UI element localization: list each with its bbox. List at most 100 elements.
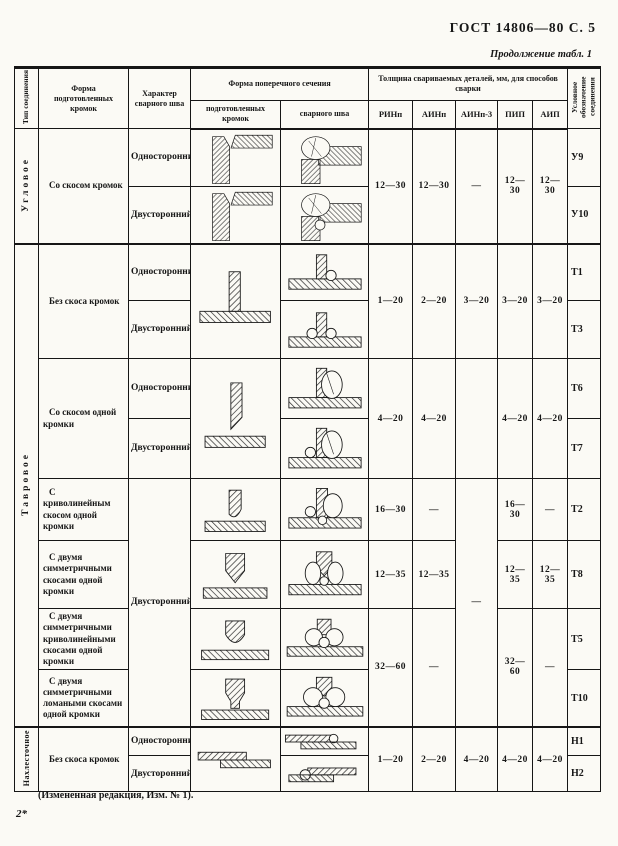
edge-form-cell: С двумя симметричными ломаными скосами о…	[38, 669, 129, 728]
thickness-cell: 3—20	[532, 242, 569, 359]
weld-character-cell: Двусторонний	[128, 477, 191, 728]
thickness-cell: —	[532, 478, 569, 541]
thickness-cell: 2—20	[412, 242, 457, 359]
weld-character-cell: Односторонний	[128, 358, 191, 419]
tee-double-curved-bevel-edge-icon	[190, 607, 281, 671]
tee-double-broken-weld-icon	[279, 669, 370, 728]
col-header-edge-form: Форма подготовленных кромок	[38, 67, 129, 129]
tee-double-curved-weld-icon	[279, 607, 370, 671]
joint-type-corner: Угловое	[14, 128, 39, 244]
tee-fillet-two-sided-icon	[279, 300, 370, 359]
method-header-aip: АИП	[532, 99, 569, 130]
subheader-prepared-edges: подготовленных кромок	[190, 99, 281, 130]
designation-cell: Т6	[567, 358, 602, 419]
thickness-cell: 1—20	[368, 725, 414, 793]
method-header-pip: ПИП	[497, 99, 534, 130]
tee-curved-bevel-edge-icon	[190, 478, 281, 541]
thickness-cell: 1—20	[368, 242, 414, 359]
weld-character-cell: Односторонний	[128, 725, 191, 757]
designation-cell: Т8	[567, 540, 602, 609]
thickness-cell: —	[532, 607, 569, 728]
col-header-cross-section: Форма поперечного сечения	[189, 67, 370, 101]
weld-character-cell: Двусторонний	[128, 186, 191, 244]
thickness-cell: 3—20	[497, 242, 534, 359]
gost-standard-title: ГОСТ 14806—80 С. 5	[449, 20, 596, 35]
thickness-cell: —	[455, 477, 499, 728]
weld-character-cell: Односторонний	[128, 242, 191, 301]
thickness-cell	[455, 358, 499, 479]
thickness-cell: 4—20	[412, 358, 457, 479]
thickness-cell: 3—20	[455, 242, 499, 359]
lap-joint-square-edge-icon	[190, 725, 281, 793]
designation-cell: Т2	[567, 478, 602, 541]
designation-cell: Н1	[567, 725, 602, 757]
designation-cell: Т1	[567, 242, 602, 301]
thickness-cell: 12—35	[368, 540, 414, 609]
edge-form-cell: Со скосом кромок	[38, 128, 129, 244]
thickness-cell: 16—30	[368, 478, 414, 541]
tee-single-bevel-edge-icon	[190, 358, 281, 479]
thickness-cell: 12—30	[412, 128, 457, 244]
corner-joint-beveled-edge-icon	[190, 186, 281, 244]
thickness-cell: 4—20	[455, 725, 499, 793]
thickness-cell: 4—20	[532, 725, 569, 793]
method-header-ainp: АИНп	[412, 99, 457, 130]
weld-character-cell: Двусторонний	[128, 418, 191, 479]
welding-joints-table: Тип соединения Форма подготовленных кром…	[14, 66, 602, 793]
designation-cell: Т10	[567, 669, 602, 728]
thickness-cell: 4—20	[497, 725, 534, 793]
thickness-cell: 32—60	[497, 607, 534, 728]
corner-joint-beveled-edge-icon	[190, 128, 281, 187]
joint-type-tee: Тавровое	[14, 242, 39, 728]
thickness-cell: —	[455, 128, 499, 244]
thickness-cell: 32—60	[368, 607, 414, 728]
thickness-cell: 12—35	[412, 540, 457, 609]
thickness-cell: 12—35	[497, 540, 534, 609]
thickness-cell: 16—30	[497, 478, 534, 541]
tee-bevel-weld-one-sided-icon	[279, 358, 370, 419]
lap-weld-one-sided-icon	[279, 725, 370, 757]
edge-form-cell: С двумя симметричными криволинейными ско…	[38, 607, 129, 671]
col-header-thickness: Толщина свариваемых деталей, мм, для спо…	[368, 67, 569, 101]
subheader-weld-seam: сварного шва	[279, 99, 370, 130]
thickness-cell: 4—20	[532, 358, 569, 479]
table-continuation-label: Продолжение табл. 1	[490, 49, 592, 60]
edge-form-cell: Со скосом одной кромки	[38, 358, 129, 479]
corner-weld-one-sided-icon	[279, 128, 370, 187]
edge-form-cell: Без скоса кромок	[38, 725, 129, 793]
thickness-cell: 12—35	[532, 540, 569, 609]
amendment-footnote: (Измененная редакция, Изм. № 1).	[38, 790, 194, 801]
designation-cell: У10	[567, 186, 602, 244]
col-header-joint-type: Тип соединения	[14, 67, 39, 129]
method-header-rinp: РИНп	[368, 99, 414, 130]
tee-double-symmetric-bevel-edge-icon	[190, 540, 281, 609]
thickness-cell: —	[412, 478, 457, 541]
lap-weld-two-sided-icon	[279, 755, 370, 793]
method-header-ainp3: АИНп-3	[455, 99, 499, 130]
designation-cell: У9	[567, 128, 602, 187]
col-header-weld-character: Характер сварного шва	[128, 67, 191, 129]
weld-character-cell: Двусторонний	[128, 755, 191, 793]
tee-double-bevel-weld-icon	[279, 540, 370, 609]
thickness-cell: 4—20	[497, 358, 534, 479]
corner-weld-two-sided-icon	[279, 186, 370, 244]
col-header-designation: Условное обозначение соединения	[567, 67, 602, 129]
thickness-cell: 2—20	[412, 725, 457, 793]
tee-curved-bevel-weld-icon	[279, 478, 370, 541]
thickness-cell: —	[412, 607, 457, 728]
designation-cell: Н2	[567, 755, 602, 793]
designation-cell: Т5	[567, 607, 602, 671]
thickness-cell: 12—30	[532, 128, 569, 244]
tee-bevel-weld-two-sided-icon	[279, 418, 370, 479]
edge-form-cell: Без скоса кромок	[38, 242, 129, 359]
edge-form-cell: С криволинейным скосом одной кромки	[38, 478, 129, 541]
tee-joint-square-edge-icon	[190, 242, 281, 359]
page-marker: 2*	[16, 808, 27, 820]
thickness-cell: 12—30	[368, 128, 414, 244]
thickness-cell: 4—20	[368, 358, 414, 479]
joint-type-lap: Нахлесточное	[14, 725, 39, 793]
tee-double-broken-bevel-edge-icon	[190, 669, 281, 728]
designation-cell: Т3	[567, 300, 602, 359]
weld-character-cell: Односторонний	[128, 128, 191, 187]
